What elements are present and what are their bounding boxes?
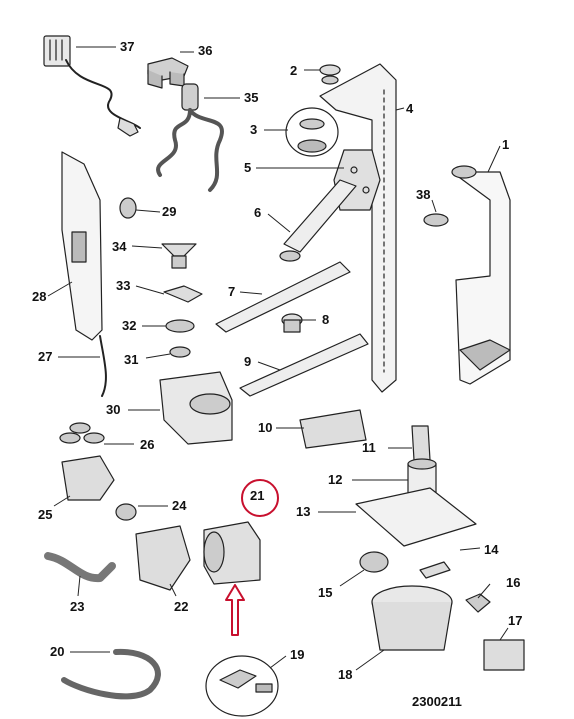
filter-top-part bbox=[411, 425, 431, 461]
leader-lines bbox=[47, 46, 509, 671]
callout-9: 9 bbox=[244, 354, 252, 369]
callout-13: 13 bbox=[296, 504, 311, 519]
upper-spray-arm-part bbox=[279, 179, 357, 262]
water-pipe-part bbox=[319, 63, 397, 393]
callout-35: 35 bbox=[244, 90, 259, 105]
callout-29: 29 bbox=[162, 204, 177, 219]
ring-part bbox=[119, 197, 137, 219]
callout-27: 27 bbox=[38, 349, 53, 364]
callout-19: 19 bbox=[290, 647, 305, 662]
callout-10: 10 bbox=[258, 420, 273, 435]
kit-19-part bbox=[205, 655, 279, 717]
callout-23: 23 bbox=[70, 599, 85, 614]
callout-38: 38 bbox=[416, 187, 431, 202]
callout-3: 3 bbox=[250, 122, 258, 137]
seal-ring-part bbox=[423, 213, 449, 227]
distributor-part bbox=[299, 409, 367, 449]
seal-24-part bbox=[115, 503, 137, 521]
filter-plate-part bbox=[355, 487, 477, 547]
bearing-part bbox=[285, 107, 339, 157]
hose-23-part bbox=[44, 552, 116, 583]
callout-37: 37 bbox=[120, 39, 135, 54]
callout-8: 8 bbox=[322, 312, 330, 327]
callout-34: 34 bbox=[112, 239, 127, 254]
callout-18: 18 bbox=[338, 667, 353, 682]
gasket-set-part bbox=[59, 422, 105, 444]
callout-2: 2 bbox=[290, 63, 298, 78]
lower-spray-arm-part bbox=[239, 333, 369, 397]
callout-21: 21 bbox=[250, 488, 265, 503]
callout-12: 12 bbox=[328, 472, 343, 487]
callout-30: 30 bbox=[106, 402, 121, 417]
diagram-code: 2300211 bbox=[412, 694, 462, 709]
callout-11: 11 bbox=[362, 440, 376, 455]
bracket-33-part bbox=[163, 285, 203, 303]
sensor-16-part bbox=[465, 593, 491, 613]
small-nut-part bbox=[319, 64, 341, 85]
callout-14: 14 bbox=[484, 542, 499, 557]
callout-17: 17 bbox=[508, 613, 523, 628]
pump-22-part bbox=[135, 525, 191, 591]
ring-32-part bbox=[165, 319, 195, 333]
callout-26: 26 bbox=[140, 437, 155, 452]
callout-5: 5 bbox=[244, 160, 252, 175]
callout-16: 16 bbox=[506, 575, 521, 590]
callout-22: 22 bbox=[174, 599, 189, 614]
callout-1: 1 bbox=[502, 137, 510, 152]
callout-6: 6 bbox=[254, 205, 262, 220]
callout-20: 20 bbox=[50, 644, 65, 659]
salt-tank-part bbox=[159, 371, 233, 445]
hose-part bbox=[156, 83, 224, 192]
callout-4: 4 bbox=[406, 101, 414, 116]
cap-part bbox=[161, 243, 197, 269]
drain-hose-part bbox=[61, 648, 161, 700]
valve-15-part bbox=[359, 551, 389, 573]
cable-part bbox=[99, 335, 107, 397]
power-cord-part bbox=[43, 35, 141, 137]
pump-17-part bbox=[483, 639, 525, 671]
callout-15: 15 bbox=[318, 585, 333, 600]
housing-25-part bbox=[61, 455, 115, 501]
bracket-14-part bbox=[419, 561, 451, 579]
ring-31-part bbox=[169, 346, 191, 358]
callout-24: 24 bbox=[172, 498, 187, 513]
callout-36: 36 bbox=[198, 43, 213, 58]
sump-part bbox=[371, 585, 453, 651]
heater-part bbox=[203, 521, 261, 585]
side-panel-part bbox=[61, 151, 103, 341]
callout-31: 31 bbox=[124, 352, 139, 367]
middle-spray-arm-part bbox=[215, 261, 351, 333]
callout-32: 32 bbox=[122, 318, 137, 333]
callout-25: 25 bbox=[38, 507, 53, 522]
connector-part bbox=[281, 313, 303, 333]
clip-part bbox=[147, 57, 189, 89]
callout-28: 28 bbox=[32, 289, 47, 304]
highlight-circle bbox=[241, 479, 279, 517]
side-duct-part bbox=[451, 165, 511, 385]
callout-33: 33 bbox=[116, 278, 131, 293]
highlight-arrow-icon bbox=[225, 584, 245, 636]
callout-7: 7 bbox=[228, 284, 236, 299]
